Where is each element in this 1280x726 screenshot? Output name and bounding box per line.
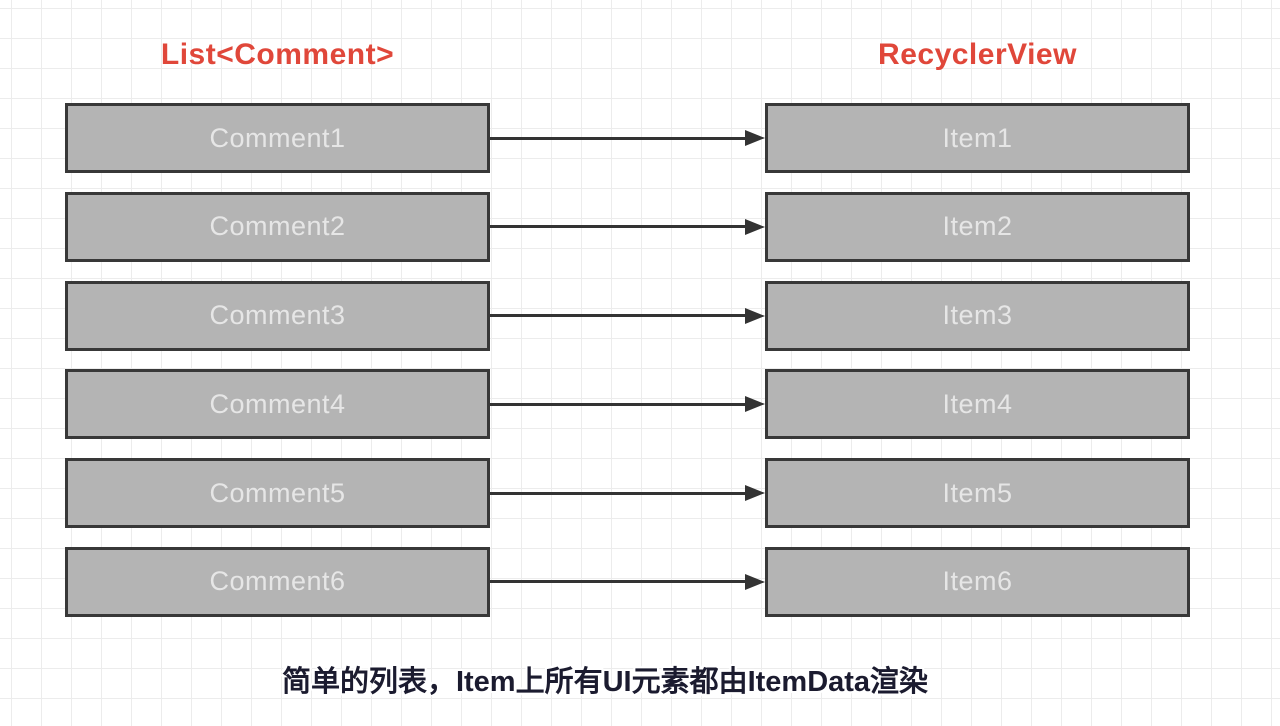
subtitle-caption: 简单的列表，Item上所有UI元素都由ItemData渲染 bbox=[281, 666, 929, 698]
mapping-arrow bbox=[490, 192, 765, 262]
comment-box: Comment6 bbox=[65, 546, 490, 617]
arrow-head-icon bbox=[745, 307, 765, 324]
mapping-rows: Comment1 Item1 Comment2 Item2 Comment3 I… bbox=[65, 103, 1190, 617]
right-column-title: RecyclerView bbox=[878, 38, 1077, 71]
item-box: Item1 bbox=[765, 103, 1190, 173]
arrow-head-icon bbox=[745, 218, 765, 235]
mapping-arrow bbox=[490, 281, 765, 351]
mapping-arrow bbox=[490, 458, 765, 528]
arrow-head-icon bbox=[745, 396, 765, 413]
comment-box: Comment3 bbox=[65, 280, 490, 351]
arrow-head-icon bbox=[745, 573, 765, 590]
item-box: Item3 bbox=[765, 280, 1190, 351]
comment-box: Comment1 bbox=[65, 103, 490, 173]
mapping-row: Comment4 Item4 bbox=[65, 369, 1190, 440]
mapping-row: Comment3 Item3 bbox=[65, 280, 1190, 351]
comment-box: Comment5 bbox=[65, 458, 490, 529]
arrow-head-icon bbox=[745, 130, 765, 146]
arrow-line bbox=[490, 580, 751, 584]
mapping-row: Comment6 Item6 bbox=[65, 546, 1190, 617]
arrow-line bbox=[490, 136, 751, 140]
comment-box: Comment2 bbox=[65, 191, 490, 262]
left-column-title: List<Comment> bbox=[160, 38, 395, 71]
mapping-arrow bbox=[490, 369, 765, 439]
arrow-line bbox=[490, 402, 751, 406]
item-box: Item5 bbox=[765, 458, 1190, 529]
item-box: Item2 bbox=[765, 191, 1190, 262]
item-box: Item4 bbox=[765, 369, 1190, 440]
mapping-row: Comment1 Item1 bbox=[65, 103, 1190, 173]
item-box: Item6 bbox=[765, 546, 1190, 617]
mapping-arrow bbox=[490, 103, 765, 173]
arrow-line bbox=[490, 314, 751, 318]
comment-box: Comment4 bbox=[65, 369, 490, 440]
mapping-arrow bbox=[490, 547, 765, 617]
mapping-row: Comment2 Item2 bbox=[65, 191, 1190, 262]
arrow-head-icon bbox=[745, 485, 765, 502]
mapping-row: Comment5 Item5 bbox=[65, 458, 1190, 529]
arrow-line bbox=[490, 491, 751, 495]
arrow-line bbox=[490, 225, 751, 229]
